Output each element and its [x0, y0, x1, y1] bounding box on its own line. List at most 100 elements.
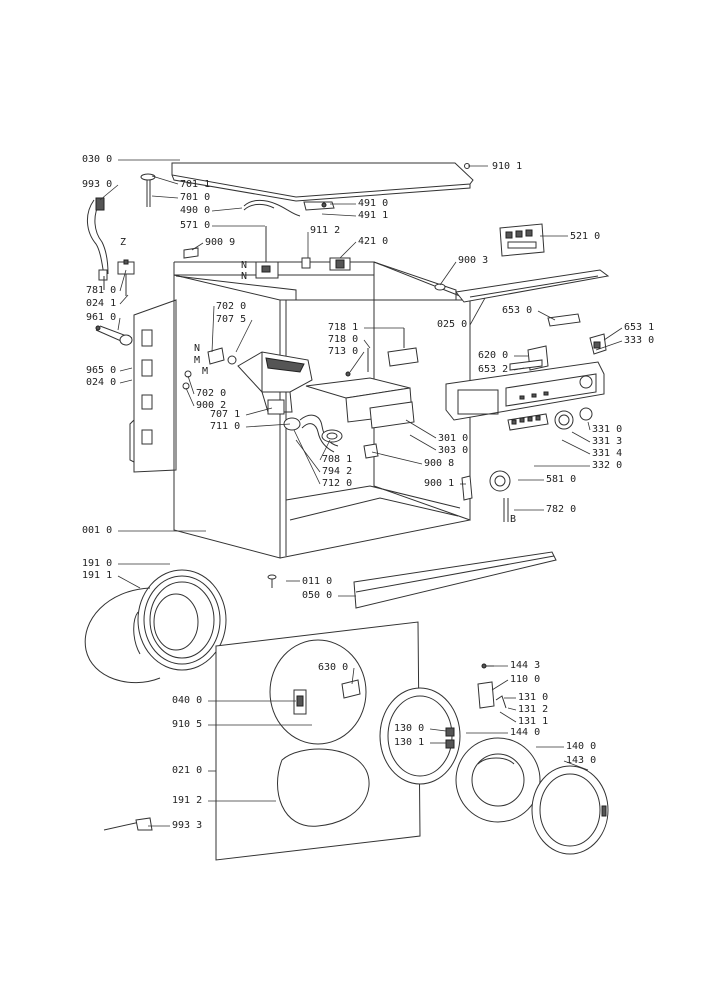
selector-581-0: [489, 470, 511, 492]
top-cover-030-0: [171, 162, 474, 202]
part-label-140-0: 140 0: [566, 741, 596, 752]
leader-line-130-0: [429, 728, 447, 732]
detergent-drawer-301-0: [305, 377, 415, 429]
leader-line-794-2: [295, 439, 321, 473]
part-label-333-0: 333 0: [624, 335, 654, 346]
part-label-024-0: 024 0: [86, 377, 116, 388]
buttons-332-0: [507, 413, 549, 431]
leader-line-630-0: [351, 667, 355, 685]
part-label-491-0: 491 0: [358, 198, 388, 209]
part-label-910-1: 910 1: [492, 161, 522, 172]
part-label-718-0: 718 0: [328, 334, 358, 345]
part-label-110-0: 110 0: [510, 674, 540, 685]
leader-line-713-0: [349, 351, 365, 373]
part-label-701-0: 701 0: [180, 192, 210, 203]
leader-line-143-0: [563, 760, 589, 771]
part-label-144-3: 144 3: [510, 660, 540, 671]
callout-n3: N: [194, 343, 200, 354]
leader-line-131-2: [507, 707, 517, 711]
hose-assembly-993-0: [87, 197, 109, 290]
part-label-712-0: 712 0: [322, 478, 352, 489]
leader-line-900-2: [185, 387, 195, 407]
part-label-131-0: 131 0: [518, 692, 548, 703]
part-label-331-0: 331 0: [592, 424, 622, 435]
part-label-521-0: 521 0: [570, 231, 600, 242]
part-label-630-0: 630 0: [318, 662, 348, 673]
part-label-701-1: 701 1: [180, 179, 210, 190]
leader-line-708-1: [319, 439, 331, 461]
part-label-707-1: 707 1: [210, 409, 240, 420]
leader-line-331-3: [571, 431, 591, 443]
door-ring-130: [379, 687, 461, 785]
leader-line-965-0: [119, 367, 133, 372]
leader-line-301-0: [405, 419, 437, 439]
leader-line-701-1: [151, 175, 179, 185]
control-module-521-0: [499, 223, 545, 257]
leader-line-025-0: [469, 297, 486, 326]
part-label-581-0: 581 0: [546, 474, 576, 485]
part-label-900-8: 900 8: [424, 458, 454, 469]
part-713-0: [345, 371, 351, 377]
part-label-024-1: 024 1: [86, 298, 116, 309]
leader-lines: [99, 159, 623, 827]
pump-hose-961-0: [95, 325, 133, 346]
leader-line-900-3: [439, 261, 457, 286]
kickplate-050-0: [353, 551, 557, 609]
leader-line-961-0: [117, 317, 121, 331]
part-label-040-0: 040 0: [172, 695, 202, 706]
part-label-130-0: 130 0: [394, 723, 424, 734]
leader-line-191-1: [117, 575, 141, 589]
bracket-900-8: [363, 443, 379, 459]
leader-line-110-0: [491, 679, 509, 691]
leader-line-131-1: [499, 711, 517, 723]
part-label-900-9: 900 9: [205, 237, 235, 248]
filter-571-0: [255, 226, 279, 279]
leader-line-331-4: [561, 439, 591, 455]
part-label-993-3: 993 3: [172, 820, 202, 831]
part-label-782-0: 782 0: [546, 504, 576, 515]
part-label-702-0b: 702 0: [196, 388, 226, 399]
part-label-001-0: 001 0: [82, 525, 112, 536]
leader-line-993-0: [99, 184, 119, 201]
part-label-711-0: 711 0: [210, 421, 240, 432]
leader-line-653-0: [537, 310, 556, 321]
part-label-030-0: 030 0: [82, 154, 112, 165]
part-label-191-2: 191 2: [172, 795, 202, 806]
callout-n1: N: [241, 260, 247, 271]
part-label-708-1: 708 1: [322, 454, 352, 465]
part-label-965-0: 965 0: [86, 365, 116, 376]
leader-line-711-0: [245, 423, 291, 428]
hose-711-0: [283, 414, 343, 453]
leader-line-653-2: [513, 367, 525, 371]
bracket-900-9: [183, 247, 199, 259]
leader-line-491-1: [321, 213, 357, 217]
foot-701-0: [140, 173, 156, 207]
rod-782-0: [503, 498, 509, 522]
door-glass-140-0: [455, 737, 541, 823]
leader-line-781-0: [119, 269, 127, 292]
part-label-713-0: 713 0: [328, 346, 358, 357]
part-653-0: [547, 313, 581, 327]
part-label-191-1: 191 1: [82, 570, 112, 581]
door-seal-191-0: [133, 569, 227, 671]
hinge-pin-131: [495, 695, 507, 709]
tool-993-3: [103, 817, 153, 831]
part-label-025-0: 025 0: [437, 319, 467, 330]
part-label-144-0: 144 0: [510, 727, 540, 738]
part-653-1: [589, 333, 607, 355]
front-panel-021-0: [215, 621, 421, 861]
part-label-961-0: 961 0: [86, 312, 116, 323]
side-panel-024-0: [129, 299, 177, 473]
part-label-900-3: 900 3: [458, 255, 488, 266]
callout-m2: M: [202, 366, 208, 377]
knob-331-0: [554, 407, 593, 430]
leader-line-653-1: [603, 327, 623, 341]
screw-011-0: [267, 574, 277, 588]
part-label-993-0: 993 0: [82, 179, 112, 190]
leader-line-490-0: [211, 207, 243, 212]
part-label-900-1: 900 1: [424, 478, 454, 489]
part-label-301-0: 301 0: [438, 433, 468, 444]
part-label-303-0: 303 0: [438, 445, 468, 456]
